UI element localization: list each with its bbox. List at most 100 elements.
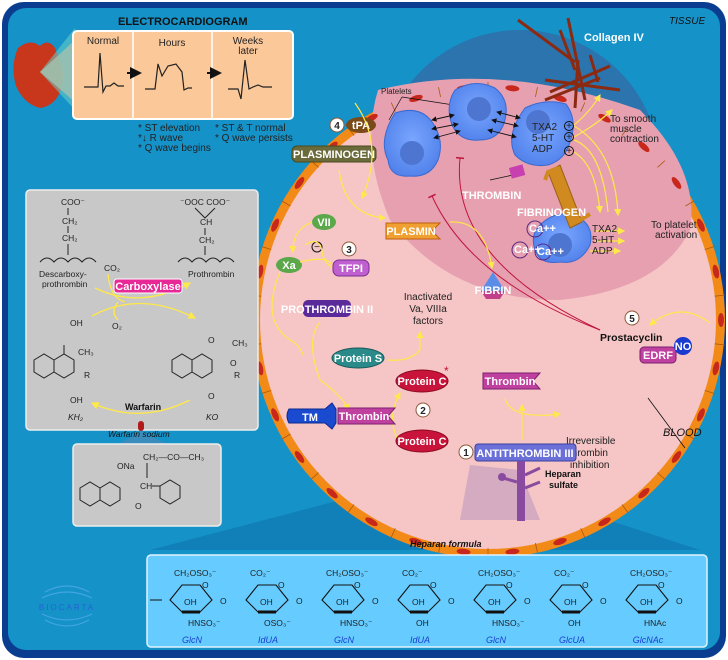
glycosidic-oxygen: O [448, 596, 455, 606]
protein-c-active-node[interactable] [395, 369, 449, 393]
unit-substituent-top: CO₂⁻ [250, 568, 271, 578]
unit-hydroxyl: OH [336, 597, 349, 607]
sugar-unit-name: IdUA [258, 635, 278, 645]
unit-substituent-top: CO₂⁻ [554, 568, 575, 578]
sugar-unit-name: IdUA [410, 635, 430, 645]
ecg-trace-weeks [228, 59, 272, 100]
unit-substituent-top: CH₂OSO₃⁻ [326, 568, 369, 578]
glycosidic-oxygen: O [220, 596, 227, 606]
factor-vii-node[interactable] [312, 214, 336, 230]
calcium-ion-3 [534, 243, 552, 261]
platelet-activation-note-2: activation [655, 230, 697, 241]
ring-oxygen: O [658, 580, 665, 590]
endothelial-nucleus [696, 218, 705, 232]
no-node[interactable] [674, 337, 692, 355]
antithrombin-node[interactable] [474, 443, 577, 462]
blood-pointer [647, 397, 686, 449]
ring-oxygen: O [506, 580, 513, 590]
endothelial-junction [621, 504, 629, 513]
fibrin-base[interactable] [481, 291, 505, 299]
smooth-muscle-note-2: muscle [610, 124, 642, 135]
tfpi-label: TFPI [339, 263, 363, 275]
ecg-note-weeks-2: * Q wave persists [215, 133, 293, 144]
biocarta-logo: BIOCARTA [39, 585, 93, 627]
endothelial-nucleus [598, 113, 611, 123]
endothelial-nucleus [409, 94, 423, 102]
factor-xa-node[interactable] [276, 257, 302, 273]
endothelial-nucleus [671, 451, 682, 463]
endothelial-junction [438, 87, 441, 98]
platelet-4-nucleus [548, 233, 572, 257]
endothelial-junction [580, 528, 586, 538]
platelet-2-nucleus [467, 97, 491, 121]
unit-substituent-bottom: HNSO₃⁻ [492, 618, 525, 628]
endothelial-junction [657, 160, 666, 168]
thrombin-receptor[interactable] [508, 164, 526, 179]
thrombomodulin-node[interactable] [286, 402, 337, 430]
prothrombin-ii-label[interactable]: PROTHROMBIN II [281, 304, 373, 316]
endothelial-nucleus [505, 548, 520, 555]
endothelial-junction [704, 246, 715, 250]
unit-hydroxyl: OH [640, 597, 653, 607]
edrf-node[interactable] [639, 346, 677, 364]
glycosidic-oxygen: O [296, 596, 303, 606]
sugar-unit-name: GlcN [182, 635, 203, 645]
warfarin-ona: ONa [117, 461, 135, 471]
calcium-label-2: Ca++ [514, 244, 541, 256]
thrombin-free-node[interactable] [482, 372, 542, 390]
blood-label: BLOOD [663, 427, 702, 439]
endothelial-junction [438, 542, 441, 553]
endothelial-junction [281, 200, 291, 207]
ecg-title: ELECTROCARDIOGRAM [118, 16, 248, 28]
plasminogen-node[interactable] [291, 145, 377, 163]
fibrinogen-label: FIBRINOGEN [517, 207, 586, 219]
platelets-group: Platelets TXA2 5-HT ADP + + + [381, 83, 697, 263]
heparan-formula-title: Heparan formula [410, 539, 482, 549]
endothelial-nucleus [456, 548, 471, 555]
thrombin-tm-node[interactable] [337, 407, 397, 425]
endothelial-junction [535, 542, 538, 553]
step-1-number: 1 [463, 448, 469, 459]
ecg-section: ELECTROCARDIOGRAM Normal Hours Weeks lat… [13, 16, 294, 154]
unit-substituent-bottom: HNSO₃⁻ [340, 618, 373, 628]
endothelial-junction [261, 246, 272, 250]
protein-s-label: Protein S [334, 353, 382, 365]
unit-hydroxyl: OH [184, 597, 197, 607]
ko-label: KO [206, 412, 219, 422]
irreversible-note-3: inhibition [570, 460, 609, 471]
endothelial-nucleus [712, 264, 720, 279]
collagen-label: Collagen IV [584, 32, 645, 44]
platelet-3-nucleus [526, 110, 550, 134]
heparan-sulfate-stalk [517, 461, 525, 521]
heparan-formula-panel [146, 554, 708, 648]
unit-hydroxyl: OH [412, 597, 425, 607]
endothelial-nucleus [294, 177, 305, 189]
protein-s-node[interactable] [331, 347, 385, 369]
ko-r: R [234, 370, 240, 380]
ecg-note-weeks-1: * ST & T normal [215, 123, 286, 134]
unit-substituent-top: CH₂OSO₃⁻ [630, 568, 673, 578]
warfarin-sodium-panel: Warfarin sodium CH₂—CO—CH₃ ONa CH O [72, 429, 222, 527]
smooth-muscle-note-1: To smooth [610, 114, 656, 125]
descarboxy-label-2: prothrombin [42, 279, 88, 289]
sugar-unit-name: GlcNAc [633, 635, 664, 645]
unit-substituent-bottom: HNSO₃⁻ [188, 618, 221, 628]
ko-o-bottom: O [208, 391, 215, 401]
ring-oxygen: O [278, 580, 285, 590]
warfarin-block-icon[interactable] [138, 421, 144, 431]
coagulation-cascade: 4 tPA PLASMINOGEN PLASMIN FIBRIN VII Xa … [271, 102, 711, 521]
tfpi-node[interactable] [332, 259, 370, 277]
ring-oxygen: O [582, 580, 589, 590]
ring-oxygen: O [430, 580, 437, 590]
plasmin-node[interactable] [385, 222, 442, 240]
prothrombin-ii-box [303, 300, 351, 317]
inactivated-note-2: Va, VIIIa [409, 304, 447, 315]
carboxylase-enzyme[interactable] [113, 278, 183, 294]
unit-substituent-top: CH₂OSO₃⁻ [478, 568, 521, 578]
heparan-units: OCH₂OSO₃⁻OHHNSO₃⁻GlcNOOCO₂⁻OHOSO₃⁻IdUAOO… [150, 568, 683, 645]
prostacyclin-inhibition [428, 156, 601, 331]
protein-c-node[interactable] [395, 429, 449, 453]
vitamin-k-panel-bg [25, 189, 259, 431]
ko-o-top: O [208, 335, 215, 345]
